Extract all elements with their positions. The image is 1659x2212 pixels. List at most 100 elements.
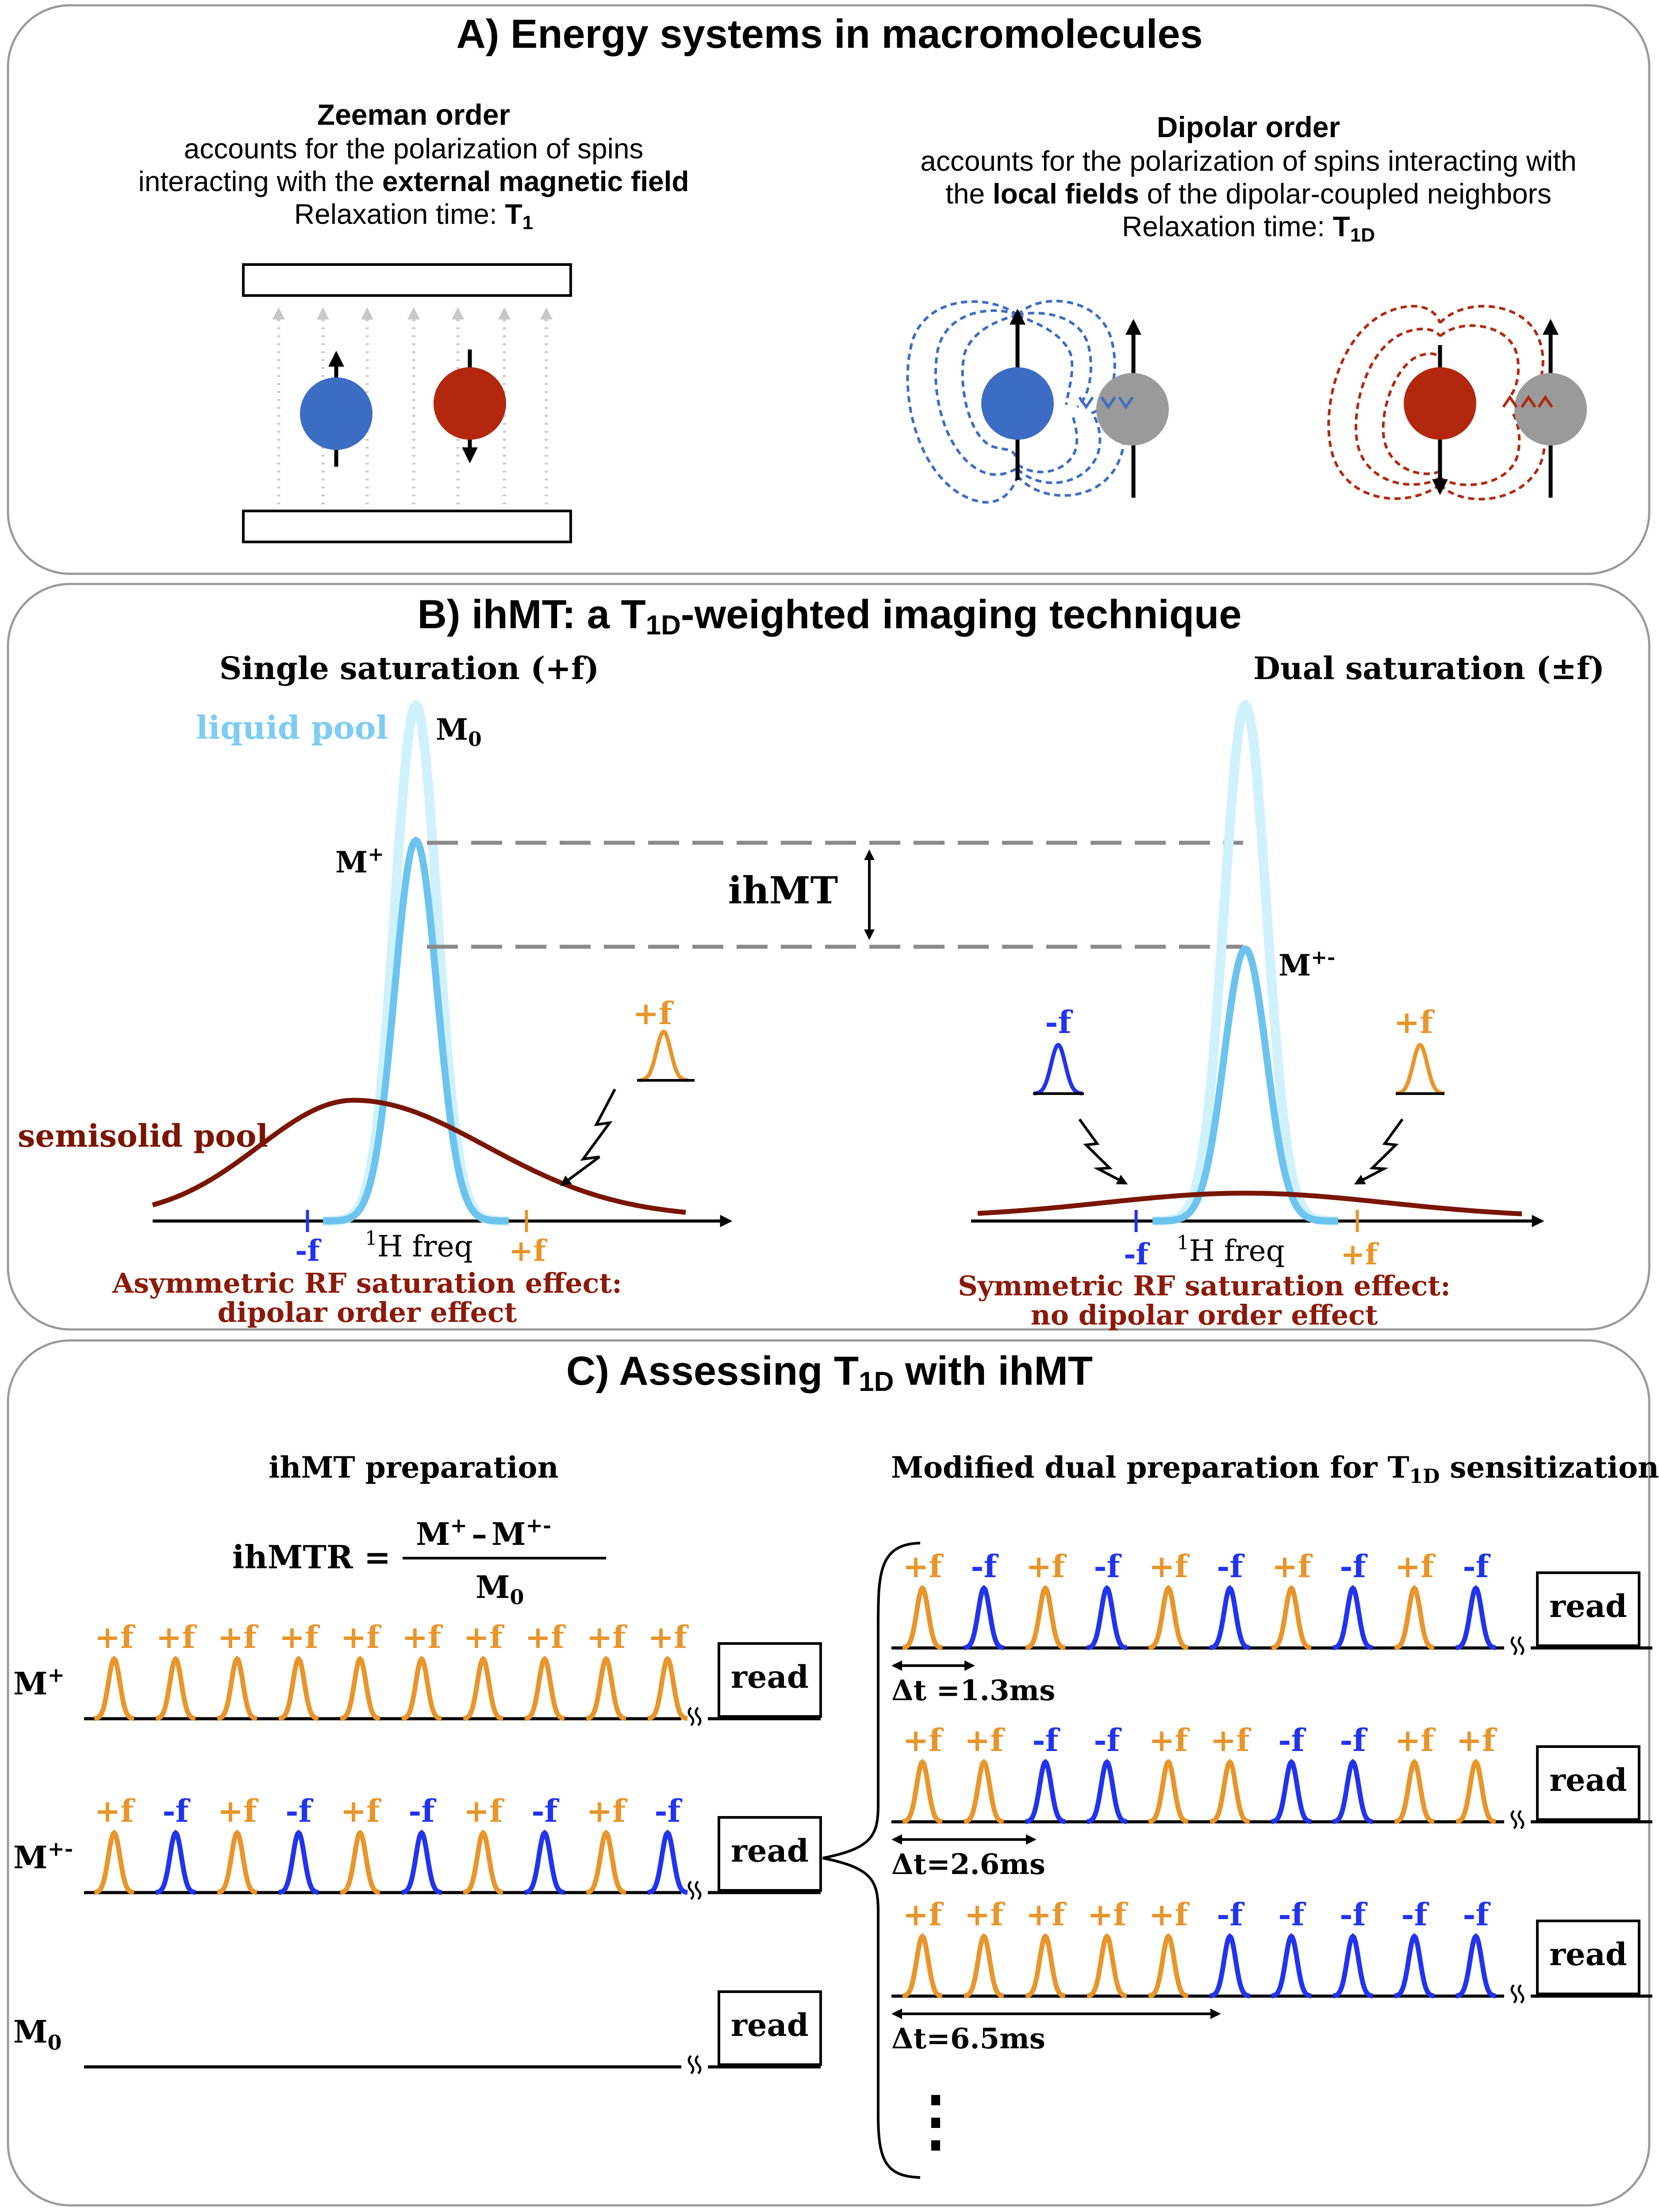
sequence-row-label: M+- — [13, 1837, 73, 1876]
spin-blue — [300, 377, 373, 450]
pulse-label-plus-f: +f — [1210, 1722, 1252, 1759]
read-label: read — [1549, 1588, 1627, 1624]
spin-blue-dipolar — [981, 367, 1054, 440]
pulse-minus-f — [155, 1829, 196, 1895]
pulse-label-minus-f: -f — [408, 1793, 436, 1829]
pulse-minus-f — [1394, 1933, 1435, 1999]
pulse-label-plus-f: +f — [1395, 1722, 1436, 1759]
pulse-minus-f — [1455, 1585, 1496, 1651]
pulse-label-minus-f: -f — [1278, 1896, 1306, 1933]
liquid-peak-mplus — [323, 836, 509, 1225]
pulse-label-minus-f: -f — [1217, 1548, 1244, 1585]
pulse-plus-f — [647, 1655, 688, 1721]
pulse-plus-f — [902, 1933, 943, 1999]
pulse-plus-f — [1025, 1585, 1066, 1651]
spin-red-dipolar — [1404, 367, 1476, 440]
time-break-icon — [687, 2055, 695, 2074]
pulse-plus-f — [902, 1759, 943, 1824]
pulse-minus-f — [401, 1829, 442, 1895]
pulse-minus-f — [278, 1829, 319, 1895]
delta-t-label: Δt=2.6ms — [891, 1848, 1045, 1881]
dipolar-heading: Dipolar order — [1157, 111, 1340, 143]
read-box — [718, 1816, 822, 1892]
liquid-pool-label: liquid pool — [196, 709, 388, 746]
pulse-plus-f — [1148, 1585, 1189, 1651]
delta-t-label: Δt=6.5ms — [891, 2022, 1045, 2055]
axis-tick-label-minus-f-dual: -f — [1124, 1237, 1150, 1271]
pulse-minus-f — [1210, 1933, 1250, 1999]
panel-c-title: C) Assessing T1D with ihMT — [566, 1348, 1093, 1397]
spin-gray-neighbor-2 — [1514, 373, 1587, 445]
pulse-minus-f — [1333, 1759, 1373, 1824]
axis-tick-label-plus-f-dual: +f — [1340, 1237, 1379, 1271]
pulse-label-plus-f: +f — [341, 1793, 382, 1829]
pulse-label-plus-f: +f — [402, 1619, 443, 1655]
mplus-label: M+ — [335, 843, 384, 879]
time-break-icon — [687, 1881, 695, 1900]
time-break-icon — [1517, 1810, 1525, 1829]
pulse-minus-f — [1087, 1585, 1127, 1651]
sequence-row: read+f-f+f-f+f-f+f-f+f-fM+- — [13, 1793, 822, 1900]
pulse-plus-f — [340, 1655, 380, 1721]
pulse-label-plus-f: +f — [525, 1619, 566, 1655]
pulse-plus-f — [1394, 1759, 1435, 1824]
pulse-label-minus-f: -f — [1094, 1722, 1121, 1759]
pulse-label-minus-f: -f — [1032, 1722, 1060, 1759]
pulse-label-plus-f: +f — [341, 1619, 382, 1655]
pulse-plus-f-dual-icon — [1395, 1043, 1445, 1096]
sequence-row-modified: read+f+f+f+f+f-f-f-f-f-fΔt=6.5ms — [891, 1896, 1652, 2055]
time-break-icon — [695, 1881, 702, 1900]
ihmt-label: ihMT — [728, 868, 838, 912]
pulse-label-plus-f: +f — [218, 1793, 259, 1829]
pulse-minus-f — [1087, 1759, 1127, 1824]
panel-c: C) Assessing T1D with ihMT ihMT preparat… — [7, 1339, 1659, 2207]
semisolid-curve-symmetric — [977, 1190, 1522, 1217]
sequence-row: read+f+f+f+f+f+f+f+f+f+fM+ — [13, 1619, 822, 1726]
time-break-icon — [1517, 1984, 1525, 2004]
panel-b: B) ihMT: a T1D-weighted imaging techniqu… — [7, 583, 1651, 1331]
pulse-label-plus-f: +f — [1272, 1548, 1313, 1585]
pulse-label-plus-f: +f — [279, 1619, 320, 1655]
pulse-label-minus-f: -f — [1094, 1548, 1121, 1585]
pulse-plus-f — [463, 1655, 503, 1721]
zeeman-diagram — [242, 263, 572, 543]
pulse-label-minus-f: -f — [1463, 1548, 1490, 1585]
read-box — [1536, 1920, 1640, 1995]
read-label: read — [731, 1659, 809, 1695]
dipolar-pair-blue — [906, 300, 1169, 504]
pulse-label-plus-f: +f — [1149, 1896, 1190, 1933]
magnet-plate-bottom — [242, 510, 572, 543]
read-box — [1536, 1571, 1640, 1647]
ellipsis-more-rows: ⋮ — [902, 2081, 969, 2159]
lightning-arrow-right-icon — [1354, 1118, 1404, 1185]
panel-b-frame — [7, 583, 1651, 1331]
pulse-label-plus-f: +f — [1026, 1548, 1067, 1585]
pulse-minus-f — [524, 1829, 565, 1895]
pulse-label-plus-f: +f — [1149, 1548, 1190, 1585]
pulse-label-plus-f: +f — [464, 1793, 505, 1829]
formula-lhs: ihMTR = — [232, 1538, 391, 1576]
spin-red — [434, 367, 506, 440]
pulse-plus-f — [1455, 1759, 1496, 1824]
pulse-label-plus-f: +f — [1026, 1896, 1067, 1933]
lightning-arrow-icon — [560, 1088, 616, 1186]
pulse-plus-f — [1394, 1585, 1435, 1651]
left-heading: ihMT preparation — [269, 1450, 558, 1485]
panel-a-title: A) Energy systems in macromolecules — [456, 12, 1202, 57]
pulse-label-plus-f: +f — [587, 1793, 628, 1829]
pulse-label-minus-f: -f — [654, 1793, 682, 1829]
pulse-label-minus-f: -f — [1278, 1722, 1306, 1759]
pulse-minus-f-icon — [1033, 1043, 1083, 1096]
pulse-label-plus-f: +f — [95, 1793, 136, 1829]
pulse-label-minus-f: -f — [1217, 1896, 1244, 1933]
pulse-plus-f — [1148, 1933, 1189, 1999]
formula-denominator: M0 — [476, 1569, 524, 1609]
pulse-plus-f — [1148, 1759, 1189, 1824]
pulse-minus-f — [1025, 1759, 1066, 1824]
formula-numerator: M+–M+- — [416, 1513, 551, 1552]
local-field-chevrons-blue — [1078, 396, 1134, 410]
pulse-plus-f — [463, 1829, 503, 1895]
ihmt-preparation-sequences: read+f+f+f+f+f+f+f+f+f+fM+read+f-f+f-f+f… — [13, 1619, 822, 2074]
caption-symmetric-line1: Symmetric RF saturation effect: — [958, 1270, 1451, 1302]
axis-label-h-freq: 1H freq — [365, 1227, 473, 1263]
